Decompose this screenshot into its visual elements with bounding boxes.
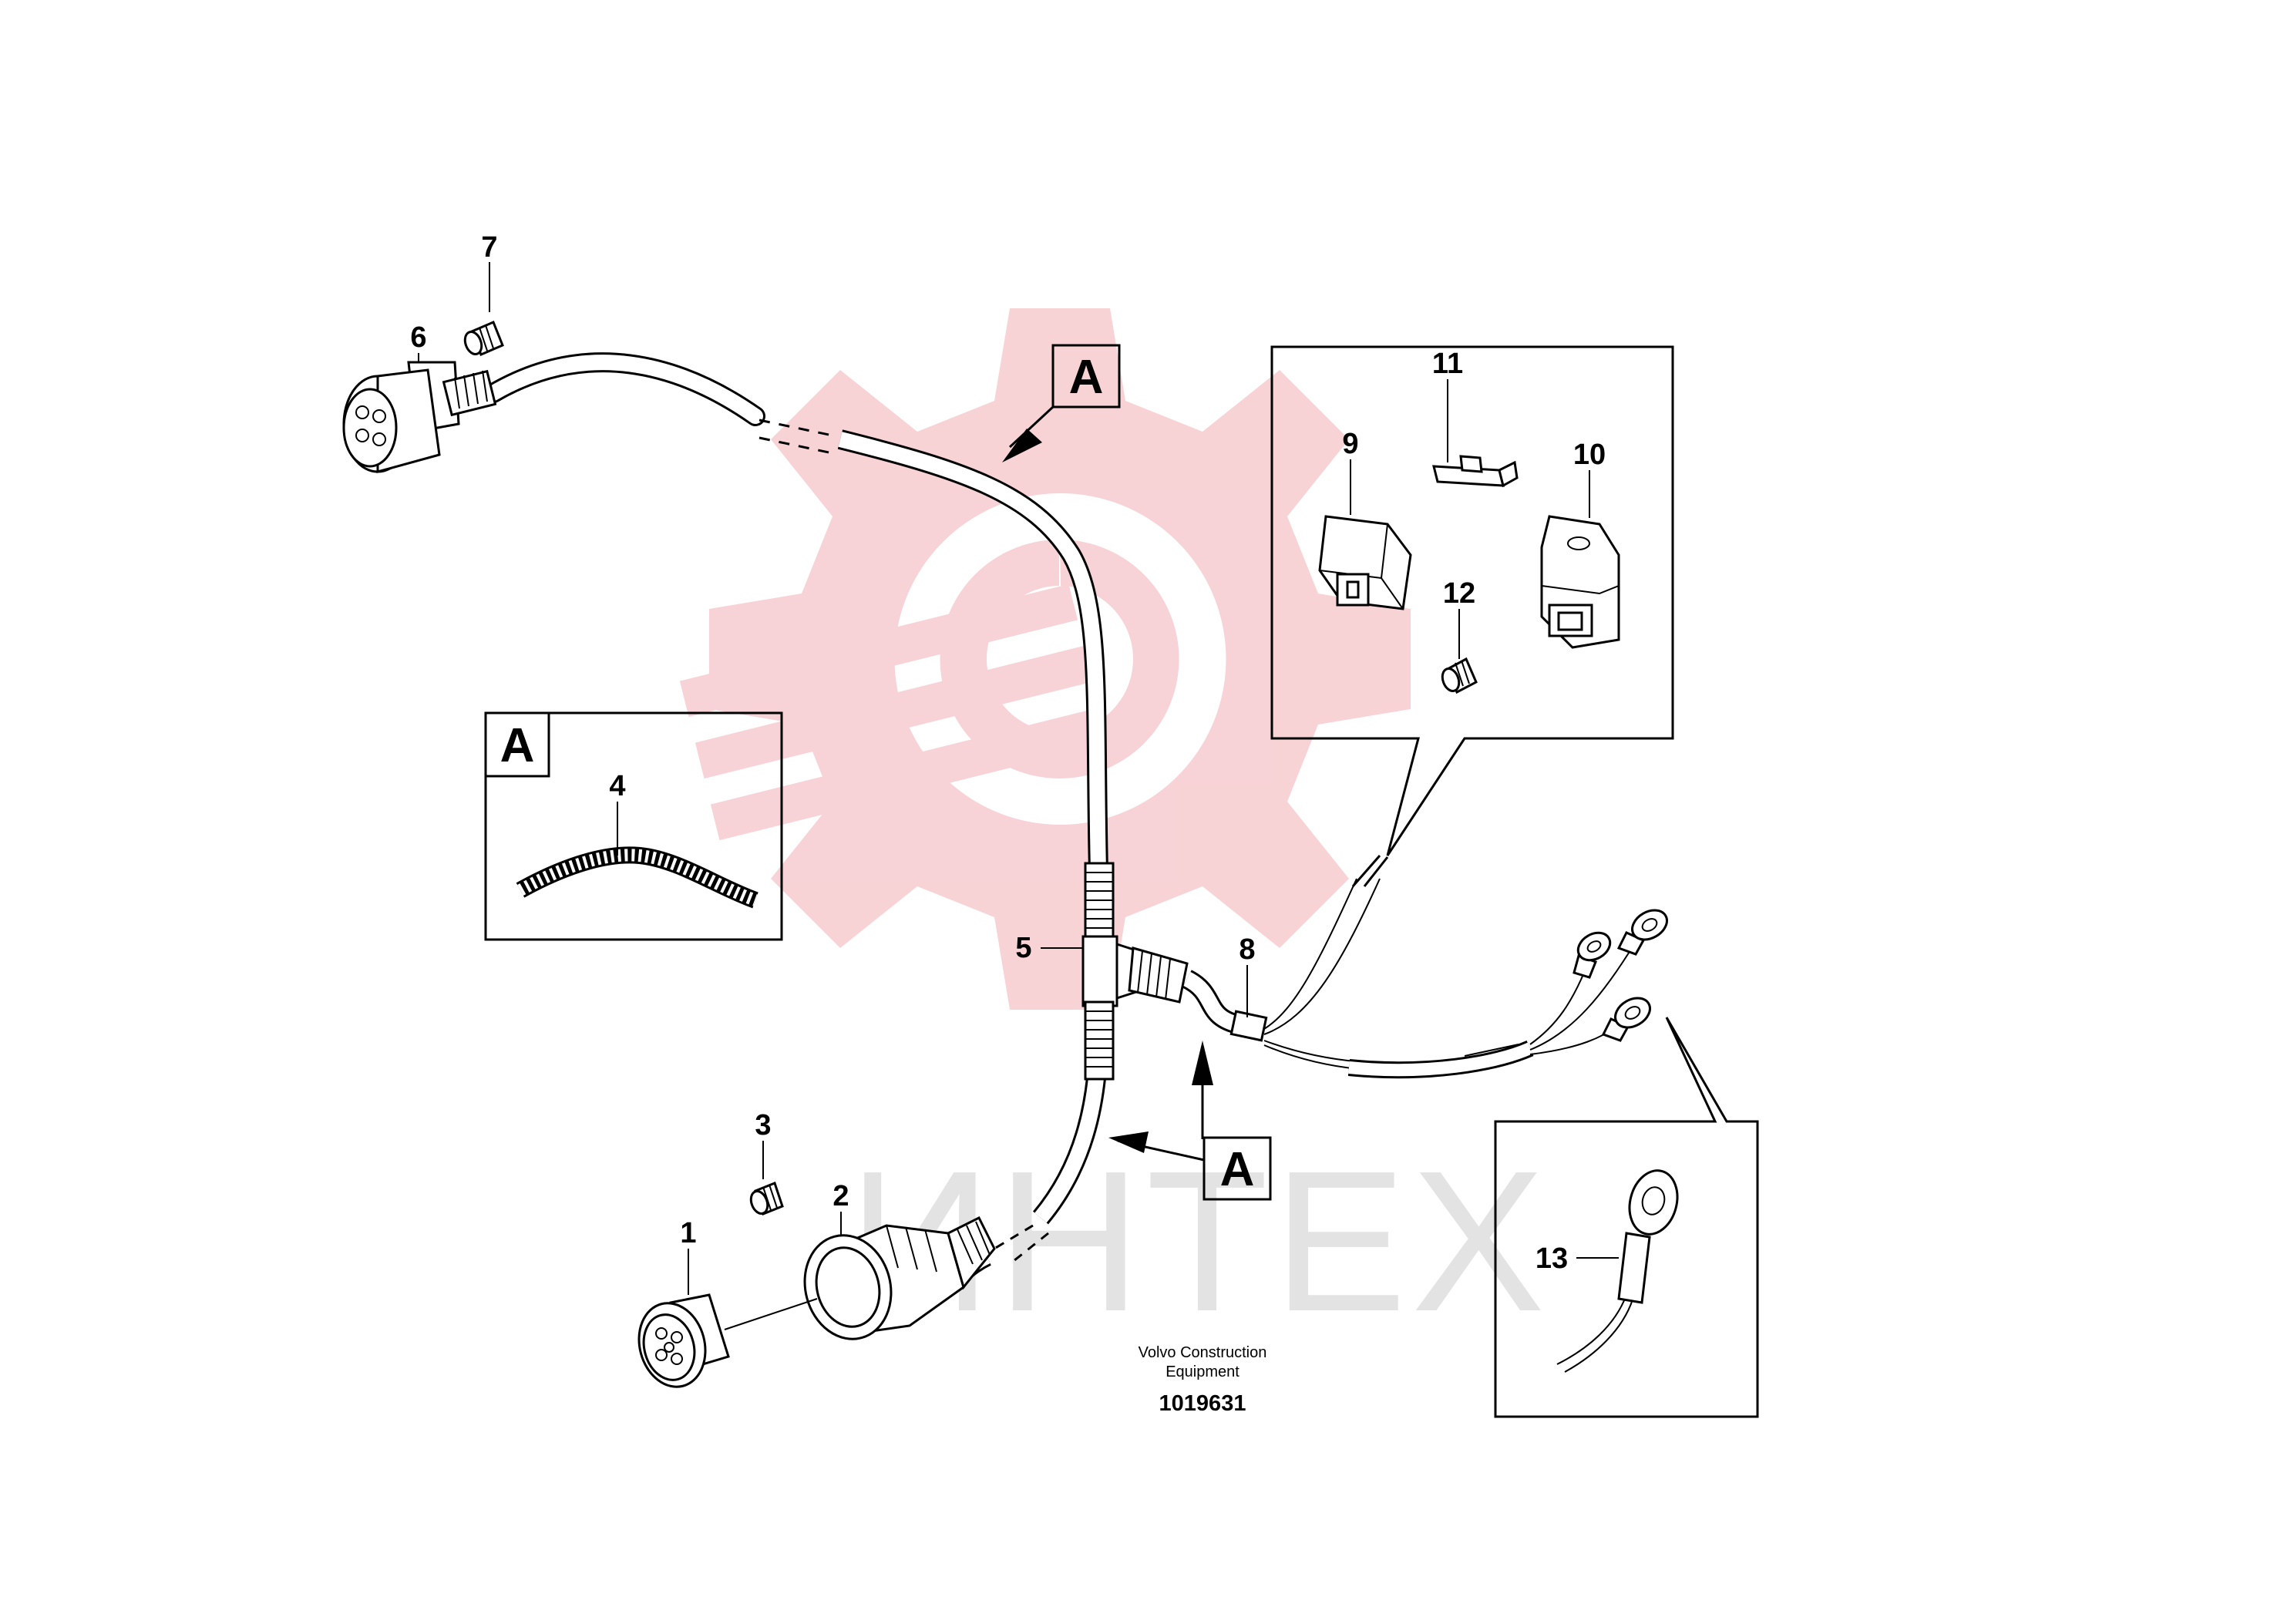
- ring-terminal-1: [1572, 931, 1612, 979]
- watermark-gear: [709, 308, 1411, 1010]
- callout-12: 12: [1443, 577, 1475, 610]
- branch-harness-part-8: [1182, 878, 1668, 1079]
- callout-7: 7: [481, 231, 497, 264]
- callout-5: 5: [1015, 932, 1031, 964]
- fuse-holder-part-9: [1318, 515, 1412, 610]
- spring-sleeve-part-4: [516, 846, 758, 909]
- ring-terminal-part-13: [1556, 1169, 1679, 1373]
- detail-box-fuse: [1270, 345, 1674, 887]
- diagram-caption: Volvo Construction Equipment 1019631: [1139, 1344, 1267, 1416]
- callout-2: 2: [832, 1180, 849, 1212]
- view-marker-bottom: A: [1108, 1041, 1272, 1201]
- callout-8: 8: [1239, 933, 1255, 966]
- ring-terminal-2: [1616, 909, 1668, 956]
- callout-11: 11: [1432, 348, 1463, 380]
- callout-numbers: 7 6 4 5 8 9 11 10 12 13 3 2 1: [410, 231, 1606, 1275]
- plug-part-12: [1441, 657, 1478, 694]
- corrugated-sleeve-branch: [1128, 946, 1189, 1004]
- caption-line-1: Volvo Construction: [1139, 1344, 1267, 1361]
- callout-13: 13: [1536, 1242, 1568, 1275]
- view-marker-top: A: [1002, 344, 1121, 462]
- watermark-logo: [679, 308, 1411, 1010]
- plug-part-7: [463, 321, 504, 356]
- leader-lines: [418, 262, 1619, 1295]
- corrugated-sleeve-lower: [1084, 1000, 1115, 1081]
- fuse-part-11: [1432, 455, 1519, 488]
- corrugated-sleeve-upper: [1084, 862, 1115, 942]
- callout-1: 1: [680, 1217, 696, 1249]
- callout-3: 3: [755, 1109, 771, 1142]
- detail-box-a: A: [484, 711, 783, 941]
- connector-part-2: [803, 1215, 996, 1340]
- connector-part-1: [637, 1293, 818, 1388]
- detail-box-terminal: [1494, 1017, 1759, 1418]
- svg-text:A: A: [1069, 351, 1104, 404]
- callout-10: 10: [1573, 439, 1606, 471]
- plug-part-3: [749, 1182, 784, 1215]
- caption-line-2: Equipment: [1166, 1363, 1240, 1380]
- svg-text:A: A: [500, 719, 535, 772]
- callout-4: 4: [609, 770, 625, 802]
- callout-6: 6: [410, 321, 426, 354]
- svg-text:A: A: [1220, 1143, 1255, 1196]
- connector-part-6: [342, 361, 497, 473]
- callout-9: 9: [1342, 428, 1358, 460]
- ring-terminal-3: [1601, 997, 1651, 1042]
- relay-part-10: [1540, 515, 1620, 649]
- part-number: 1019631: [1159, 1391, 1246, 1416]
